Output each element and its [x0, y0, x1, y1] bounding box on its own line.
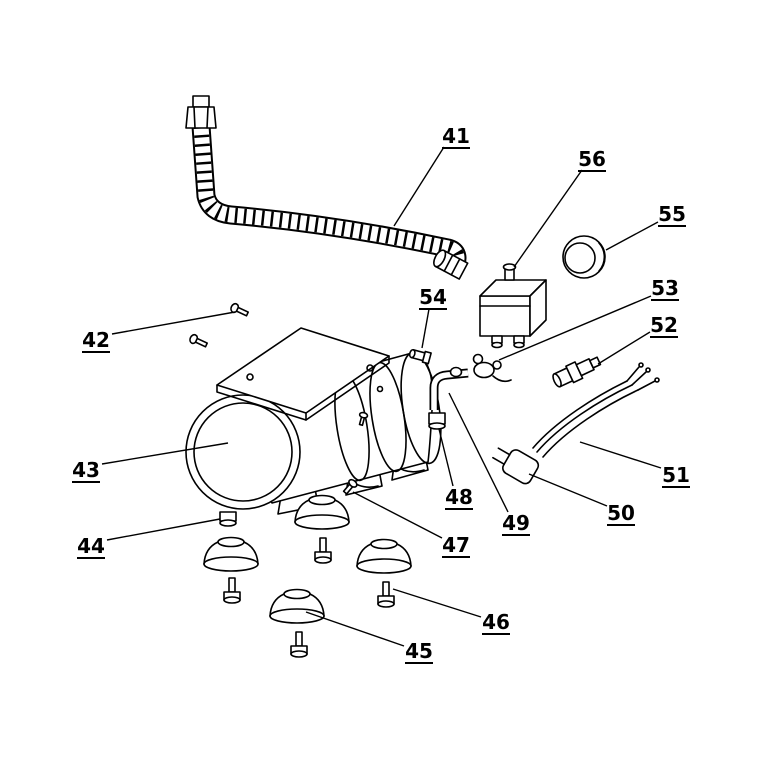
leader-line-41: [393, 146, 445, 227]
part-label-55: 55: [658, 202, 686, 226]
leader-line-44: [106, 518, 221, 541]
leader-line-51: [579, 441, 662, 469]
leader-lines: [101, 146, 662, 647]
air-hose-art: [185, 95, 469, 280]
part-label-42: 42: [82, 328, 110, 352]
leader-line-49: [448, 392, 509, 513]
screws-42-art: [189, 302, 249, 348]
flange-nut-48-art: [428, 412, 446, 430]
part-label-50: 50: [607, 501, 635, 525]
part-label-53: 53: [651, 276, 679, 300]
part-label-46: 46: [482, 610, 510, 634]
hose-top-collar-icon: [192, 95, 210, 108]
leader-line-46: [392, 588, 482, 618]
leader-line-43: [101, 442, 229, 465]
part-label-49: 49: [502, 511, 530, 535]
screw-47-art: [342, 478, 358, 495]
fitting-54-art: [408, 348, 432, 365]
part-label-54: 54: [419, 285, 447, 309]
tank-stud-icon: [358, 411, 369, 427]
part-label-47: 47: [442, 533, 470, 557]
leader-line-56: [513, 169, 583, 268]
gauge-cap-art: [562, 235, 606, 279]
leader-line-42: [111, 311, 236, 335]
elbow-tube-art: [429, 368, 469, 410]
hose-top-hex-nut-icon: [185, 106, 217, 129]
power-plug-art: [492, 447, 540, 485]
leader-line-53: [498, 295, 652, 361]
part-label-56: 56: [578, 147, 606, 171]
mounting-plate-art: [216, 327, 390, 421]
leader-line-50: [528, 473, 608, 507]
part-label-43: 43: [72, 458, 100, 482]
leader-line-45: [305, 611, 405, 647]
leader-line-52: [597, 331, 651, 365]
leader-line-54: [421, 308, 430, 349]
check-valve-art: [449, 353, 512, 383]
hose-end-fitting-icon: [433, 249, 469, 280]
power-cord-art: [532, 362, 660, 458]
pressure-switch-art: [479, 263, 547, 349]
connector-52-art: [552, 356, 602, 388]
part-label-51: 51: [662, 463, 690, 487]
part-label-44: 44: [77, 534, 105, 558]
leader-line-55: [605, 221, 659, 251]
leader-line-47: [352, 491, 443, 539]
part-label-48: 48: [445, 485, 473, 509]
part-label-52: 52: [650, 313, 678, 337]
feet-art: [203, 494, 412, 658]
leader-line-48: [438, 428, 454, 487]
part-number-labels: 41 42 43 44 45 46 47 48 49 50 51 52 53 54 55 56: [72, 124, 690, 664]
motor-end-cap-icon: [185, 394, 301, 510]
part-label-41: 41: [442, 124, 470, 148]
part-label-45: 45: [405, 639, 433, 663]
